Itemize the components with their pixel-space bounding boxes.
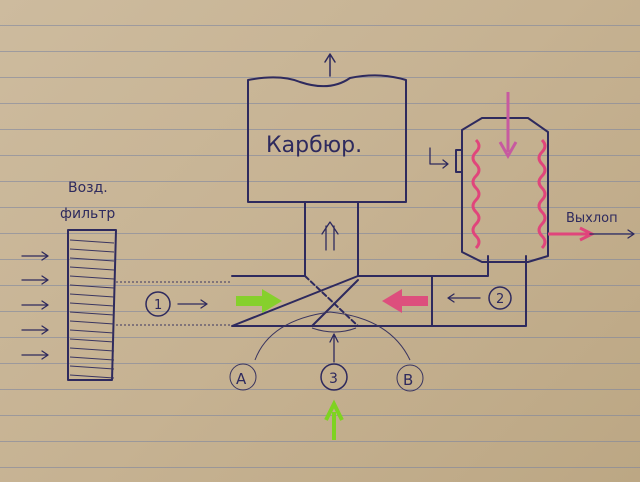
- exhaust-label: Выхлоп: [566, 211, 618, 226]
- manifold-inlet-stub: [455, 149, 463, 173]
- damper-flap: [311, 279, 359, 327]
- incoming-air-arrows: [21, 251, 49, 360]
- inlet-1-marker: [145, 291, 171, 317]
- inlet-1-label: 1: [154, 298, 162, 313]
- filter-hatch-line: [69, 248, 115, 253]
- filter-hatch-line: [69, 365, 115, 370]
- air-filter: [67, 229, 117, 381]
- filter-hatch-line: [69, 257, 115, 262]
- exhaust-out-arrow: [589, 229, 635, 239]
- hot-air-arrow: [382, 289, 428, 313]
- control-3-marker: [320, 363, 348, 391]
- filter-hatch-line: [69, 302, 115, 307]
- damper-pivot: [311, 327, 357, 333]
- position-a-label: A: [236, 370, 247, 388]
- carburetor-label: Карбюр.: [266, 133, 362, 158]
- air-filter-label-1: Возд.: [68, 180, 108, 196]
- exhaust-out-arrow-pink: [548, 226, 596, 242]
- carburetor-out-arrow: [324, 53, 336, 77]
- filter-hatch-line: [69, 347, 115, 352]
- flow-arrow-2: [447, 293, 481, 303]
- heat-wave-right: [537, 138, 547, 250]
- filter-hatch-line: [69, 356, 115, 361]
- filter-hatch-line: [69, 374, 115, 379]
- cold-air-duct: [116, 281, 232, 326]
- filter-hatch-line: [69, 275, 115, 280]
- manifold-inlet-arrow: [429, 147, 449, 169]
- filter-hatch-line: [69, 284, 115, 289]
- carburetor-body: [247, 74, 407, 203]
- filter-hatch-line: [69, 239, 115, 244]
- damper-dashed: [304, 275, 359, 327]
- cold-air-arrow: [236, 289, 282, 313]
- filter-hatch-line: [69, 338, 115, 343]
- damper-travel-arc: [254, 311, 411, 361]
- filter-hatch-line: [69, 293, 115, 298]
- heat-wave-left: [471, 138, 481, 250]
- flow-arrow-1: [177, 299, 208, 309]
- riser-flow-arrow: [321, 221, 339, 251]
- air-filter-label-2: фильтр: [60, 206, 115, 222]
- filter-hatch-line: [69, 329, 115, 334]
- filter-hatch-line: [69, 320, 115, 325]
- inlet-2-marker: [488, 286, 512, 310]
- exhaust-manifold: [461, 117, 549, 263]
- control-arrow: [329, 333, 339, 363]
- position-b-label: B: [403, 371, 413, 389]
- control-3-label: 3: [329, 371, 338, 387]
- filter-hatch-line: [69, 266, 115, 271]
- riser-pipe: [304, 201, 359, 277]
- position-b-marker: [396, 364, 424, 392]
- inlet-2-label: 2: [496, 292, 504, 307]
- filter-hatch-line: [69, 311, 115, 316]
- hot-air-duct: [431, 255, 527, 327]
- position-a-marker: [229, 363, 257, 391]
- control-force-arrow: [324, 399, 344, 440]
- exhaust-in-arrow: [498, 92, 518, 160]
